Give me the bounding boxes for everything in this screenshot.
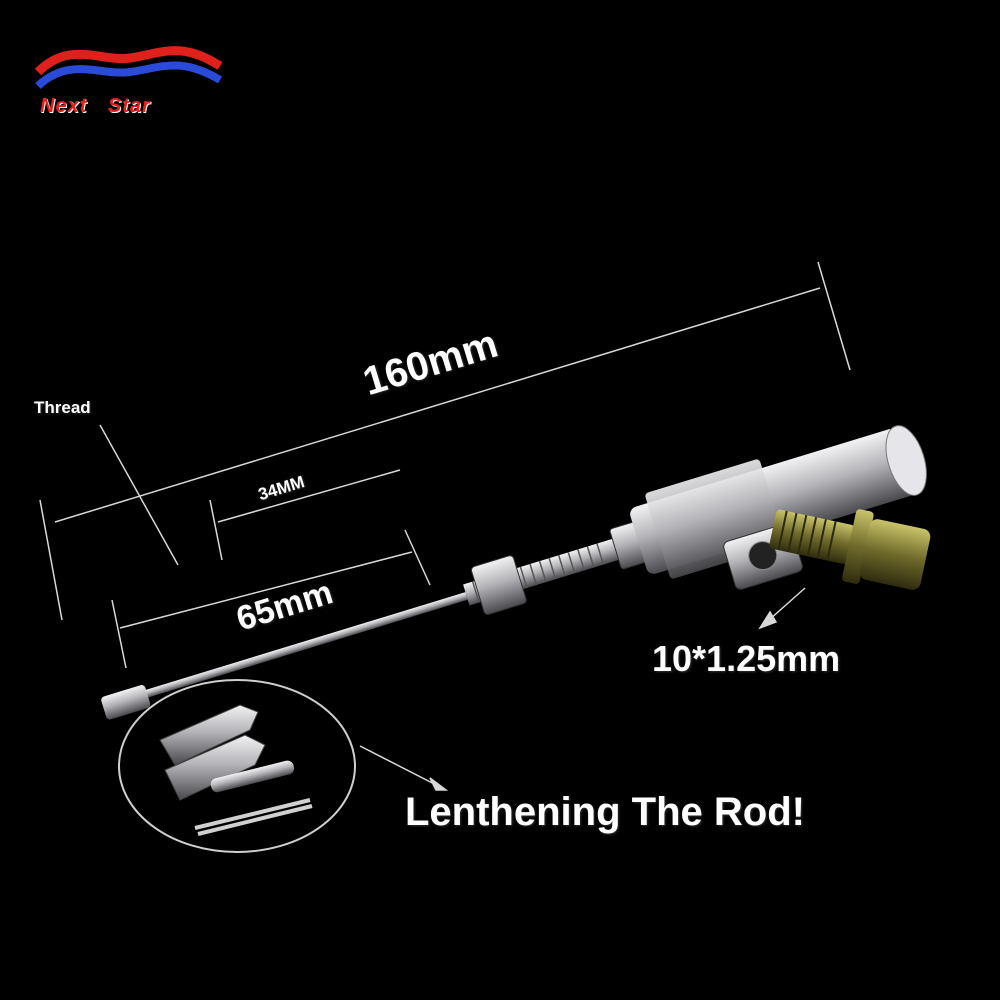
lock-nut xyxy=(470,555,527,615)
banjo-bolt xyxy=(769,509,931,590)
dim-160-line xyxy=(54,287,821,523)
clevis-inset xyxy=(118,679,356,853)
cylinder-end xyxy=(885,425,927,496)
dim-65-line xyxy=(119,551,413,629)
thread-label: Thread xyxy=(34,398,91,417)
clevis-pin xyxy=(210,760,295,793)
caption-label: Lenthening The Rod! xyxy=(405,790,805,834)
clevis-fork xyxy=(159,704,259,766)
rod-tip xyxy=(101,685,151,720)
cotter-pin xyxy=(194,798,313,836)
thread-pointer-line xyxy=(99,424,179,566)
bolt-size-label: 10*1.25mm xyxy=(652,638,841,679)
dimension-lines xyxy=(39,261,851,791)
red-blue-wave-icon xyxy=(34,46,223,90)
push-rod xyxy=(121,592,468,706)
brand-name: Next Star xyxy=(40,95,151,117)
dim-34-line xyxy=(217,469,401,523)
port-hole xyxy=(748,541,778,571)
